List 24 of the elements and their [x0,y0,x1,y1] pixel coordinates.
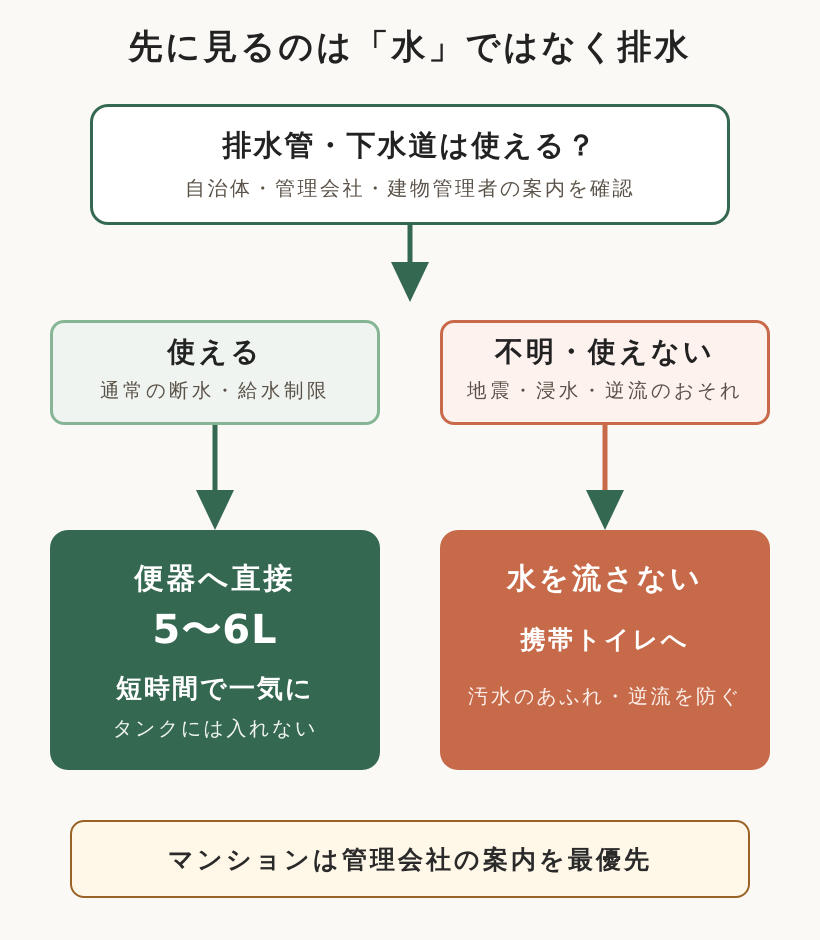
subtext: 地震・浸水・逆流のおそれ [467,379,743,403]
question-box [90,104,730,225]
heading: 使える [168,335,262,369]
amount-text: 5〜6L [152,606,278,654]
arrow [196,425,234,530]
heading: 不明・使えない [495,335,715,369]
note-text: タンクには入れない [112,716,318,740]
heading: 排水管・下水道は使える？ [222,128,598,162]
note-text: 汚水のあふれ・逆流を防ぐ [468,684,742,708]
instruction-text: 短時間で一気に [116,674,314,706]
subtext: 通常の断水・給水制限 [100,379,330,403]
note-banner [70,820,750,898]
instruction-text: 携帯トイレへ [520,625,690,655]
subtext: 自治体・管理会社・建物管理者の案内を確認 [185,176,635,200]
arrow [391,225,429,302]
choice-box [440,320,770,425]
arrow [586,425,624,530]
heading: 便器へ直接 [134,560,296,596]
title: 先に見るのは「水」ではなく排水 [128,27,692,68]
action-card [50,530,380,770]
heading: 水を流さない [507,560,703,596]
action-card [440,530,770,770]
choice-box [50,320,380,425]
note-text: マンションは管理会社の案内を最優先 [168,845,652,875]
